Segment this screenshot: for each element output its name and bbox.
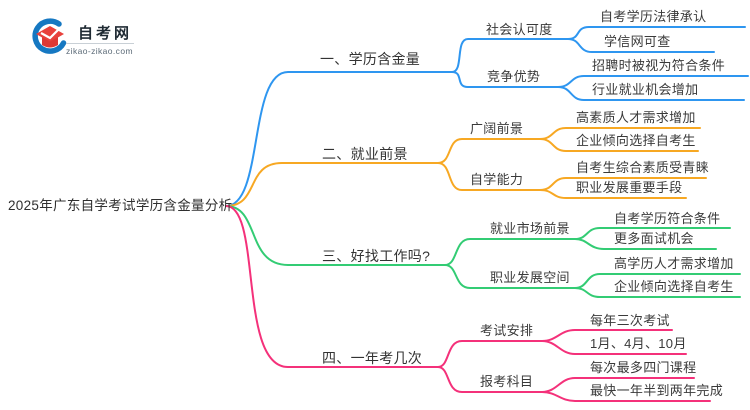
node-self-study-ability: 自学能力 [470,172,524,187]
site-logo: 自考网 zikao-zikao.com [30,16,180,64]
leaf-curve [574,287,741,298]
leaf-curve [539,138,699,152]
logo-domain: zikao-zikao.com [66,46,133,56]
branch-1-fork-up [451,38,569,73]
leaf-node: 最快一年半到两年完成 [590,383,724,398]
node-career-development-space: 职业发展空间 [490,270,570,285]
leaf-node: 学信网可查 [604,34,671,49]
leaf-curve [541,391,711,402]
node-exam-subjects: 报考科目 [480,374,534,389]
leaf-node: 行业就业机会增加 [592,82,699,97]
branch-4-lines [225,205,711,402]
leaf-node: 高素质人才需求增加 [576,110,696,125]
leaf-node: 自考学历符合条件 [614,211,721,226]
branch-1-label: 一、学历含金量 [320,51,421,67]
branch-3-lines [225,205,741,298]
leaf-node: 更多面试机会 [614,231,694,246]
branch-2-lines [225,127,707,207]
root-node: 2025年广东自学考试学历含金量分析 [8,198,233,213]
leaf-node: 自考生综合素质受青睐 [576,160,710,175]
branch-1-fork-down [451,71,559,88]
branch-4-fork-down [437,366,543,393]
leaf-node: 1月、4月、10月 [590,336,687,351]
leaf-node: 招聘时被视为符合条件 [592,58,726,73]
branch-2-main-curve [225,162,439,207]
leaf-curve [541,340,687,355]
graduation-cap-icon [32,18,67,54]
node-broad-prospects: 广阔前景 [470,121,524,136]
branch-3-fork-down [444,264,576,289]
leaf-node: 每次最多四门课程 [590,360,697,375]
leaf-node: 每年三次考试 [590,313,670,328]
node-job-market-prospects: 就业市场前景 [490,221,570,236]
leaf-node: 自考学历法律承认 [600,9,707,24]
leaf-curve [574,238,717,250]
leaf-node: 高学历人才需求增加 [614,256,734,271]
leaf-curve [557,86,745,101]
logo-title: 自考网 [78,25,133,42]
branch-3-label: 三、好找工作吗? [322,248,431,264]
branch-2-label: 二、就业前景 [322,146,408,162]
node-exam-schedule: 考试安排 [480,323,534,338]
node-competitive-advantage: 竞争优势 [487,69,541,84]
branch-4-label: 四、一年考几次 [322,350,423,366]
leaf-node: 职业发展重要手段 [576,180,683,195]
leaf-node: 企业倾向选择自考生 [576,133,696,148]
leaf-curve [567,38,715,53]
branch-1-main-curve [225,71,453,207]
branch-2-fork-up [437,138,541,164]
branch-4-main-curve [225,205,439,368]
node-social-recognition: 社会认可度 [486,22,553,37]
branch-3-main-curve [225,205,446,266]
branch-2-fork-down [437,162,541,191]
logo-divider [66,43,134,44]
leaf-node: 企业倾向选择自考生 [614,279,734,294]
branch-3-fork-up [444,238,576,266]
leaf-curve [539,189,687,199]
branch-1-lines [225,26,749,207]
branch-4-fork-up [437,340,543,368]
